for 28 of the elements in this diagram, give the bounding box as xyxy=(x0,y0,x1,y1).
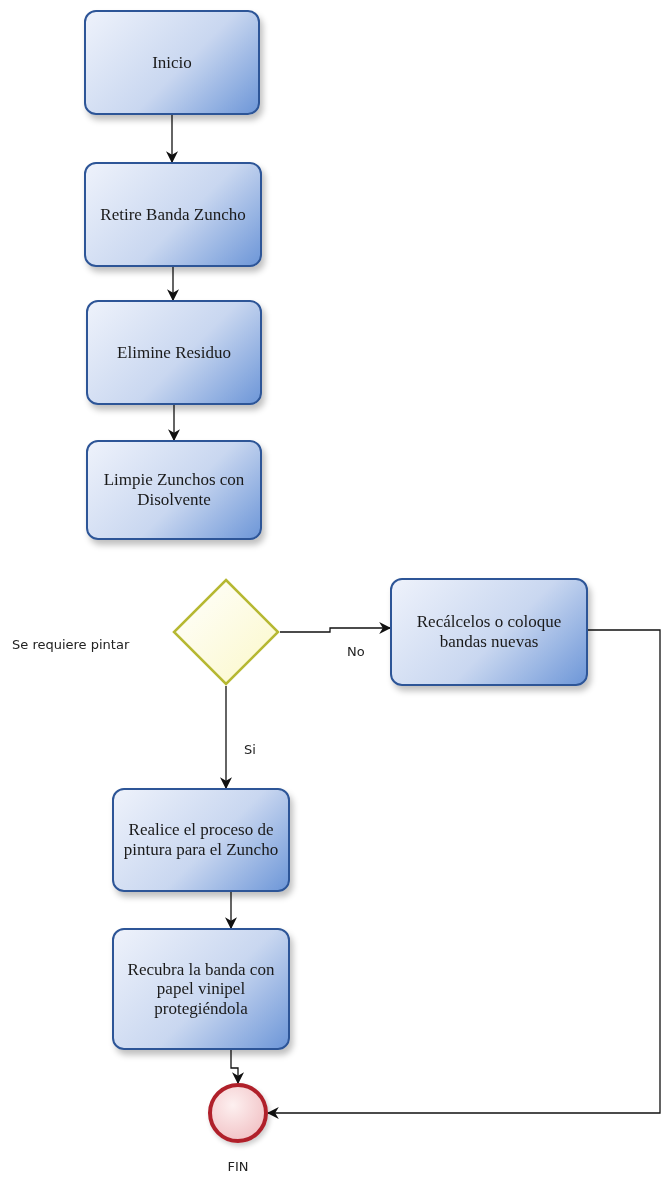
end-label: FIN xyxy=(226,1159,250,1174)
process-box xyxy=(112,788,290,892)
process-box xyxy=(86,300,262,405)
process-text: Retire Banda Zuncho xyxy=(100,204,246,225)
process-box xyxy=(86,440,262,540)
decision-label: Se requiere pintar xyxy=(12,637,130,653)
process-box xyxy=(84,10,260,115)
arrow xyxy=(230,1049,244,1085)
arrow xyxy=(225,891,237,930)
decision-diamond xyxy=(172,578,280,686)
process-text: Recubra la banda con papel vinipel protegiéndola xyxy=(126,959,276,1019)
arrow xyxy=(168,404,180,442)
edge-label: Si xyxy=(242,742,258,757)
arrow xyxy=(279,622,392,634)
process-box xyxy=(390,578,588,686)
end-circle xyxy=(208,1083,268,1143)
arrow xyxy=(266,629,661,1119)
arrow xyxy=(167,266,179,302)
process-text: Realice el proceso de pintura para el Zuncho xyxy=(122,820,280,860)
process-text: Recálcelos o coloque bandas nuevas xyxy=(415,612,563,652)
process-box xyxy=(84,162,262,267)
arrow xyxy=(220,685,232,790)
process-text: Limpie Zunchos con Disolvente xyxy=(102,470,246,510)
process-text: Elimine Residuo xyxy=(117,342,231,363)
arrow xyxy=(166,114,178,164)
process-text: Inicio xyxy=(152,52,192,73)
edge-label: No xyxy=(345,644,367,659)
process-box xyxy=(112,928,290,1050)
